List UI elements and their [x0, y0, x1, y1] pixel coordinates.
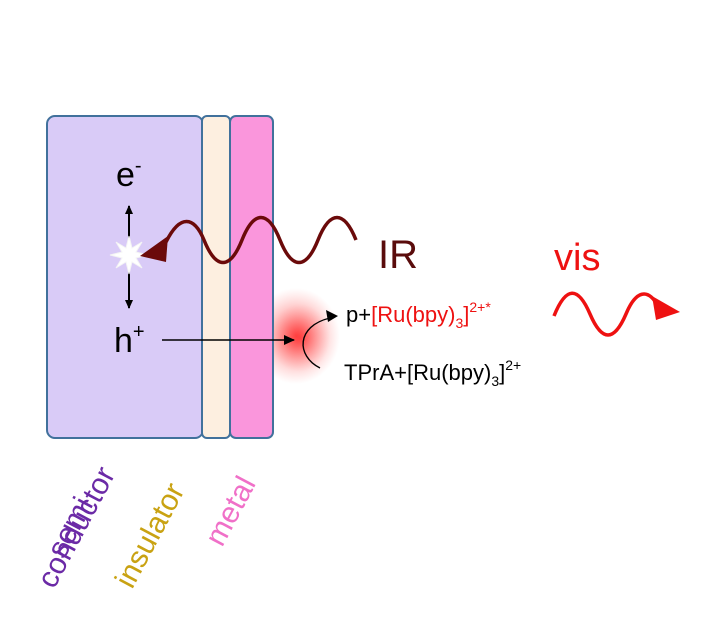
vis-label: vis [554, 237, 600, 279]
insulator-label: insulator [109, 478, 191, 594]
starburst-icon [109, 235, 149, 275]
hole-label: h+ [114, 321, 145, 360]
vis-arrowhead [652, 296, 680, 320]
reactant-text: TPrA+[Ru(bpy)3]2+ [344, 357, 521, 389]
vis-wave [552, 291, 660, 337]
metal-label: metal [199, 471, 263, 551]
semiconductor-label-line2: conductor [31, 461, 122, 593]
ecl-glow-front [270, 304, 330, 372]
ir-label: IR [378, 233, 418, 277]
product-text: p+[Ru(bpy)3]2+* [346, 299, 491, 331]
metal-layer [229, 115, 274, 439]
reaction-curve-arrowhead [326, 310, 338, 322]
ir-wave [164, 216, 358, 264]
reaction-curve-arrow [302, 317, 331, 369]
electron-label: e- [116, 155, 142, 194]
insulator-layer [201, 115, 231, 439]
ir-arrowhead [140, 236, 168, 262]
